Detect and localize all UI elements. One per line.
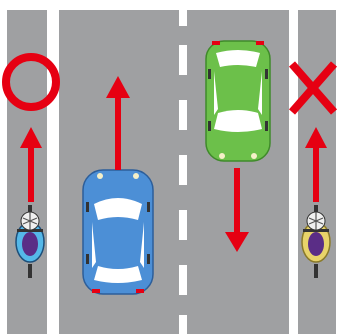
- green-car: [206, 41, 270, 161]
- blue-car: [83, 170, 153, 294]
- center-dashed-line: [179, 10, 187, 334]
